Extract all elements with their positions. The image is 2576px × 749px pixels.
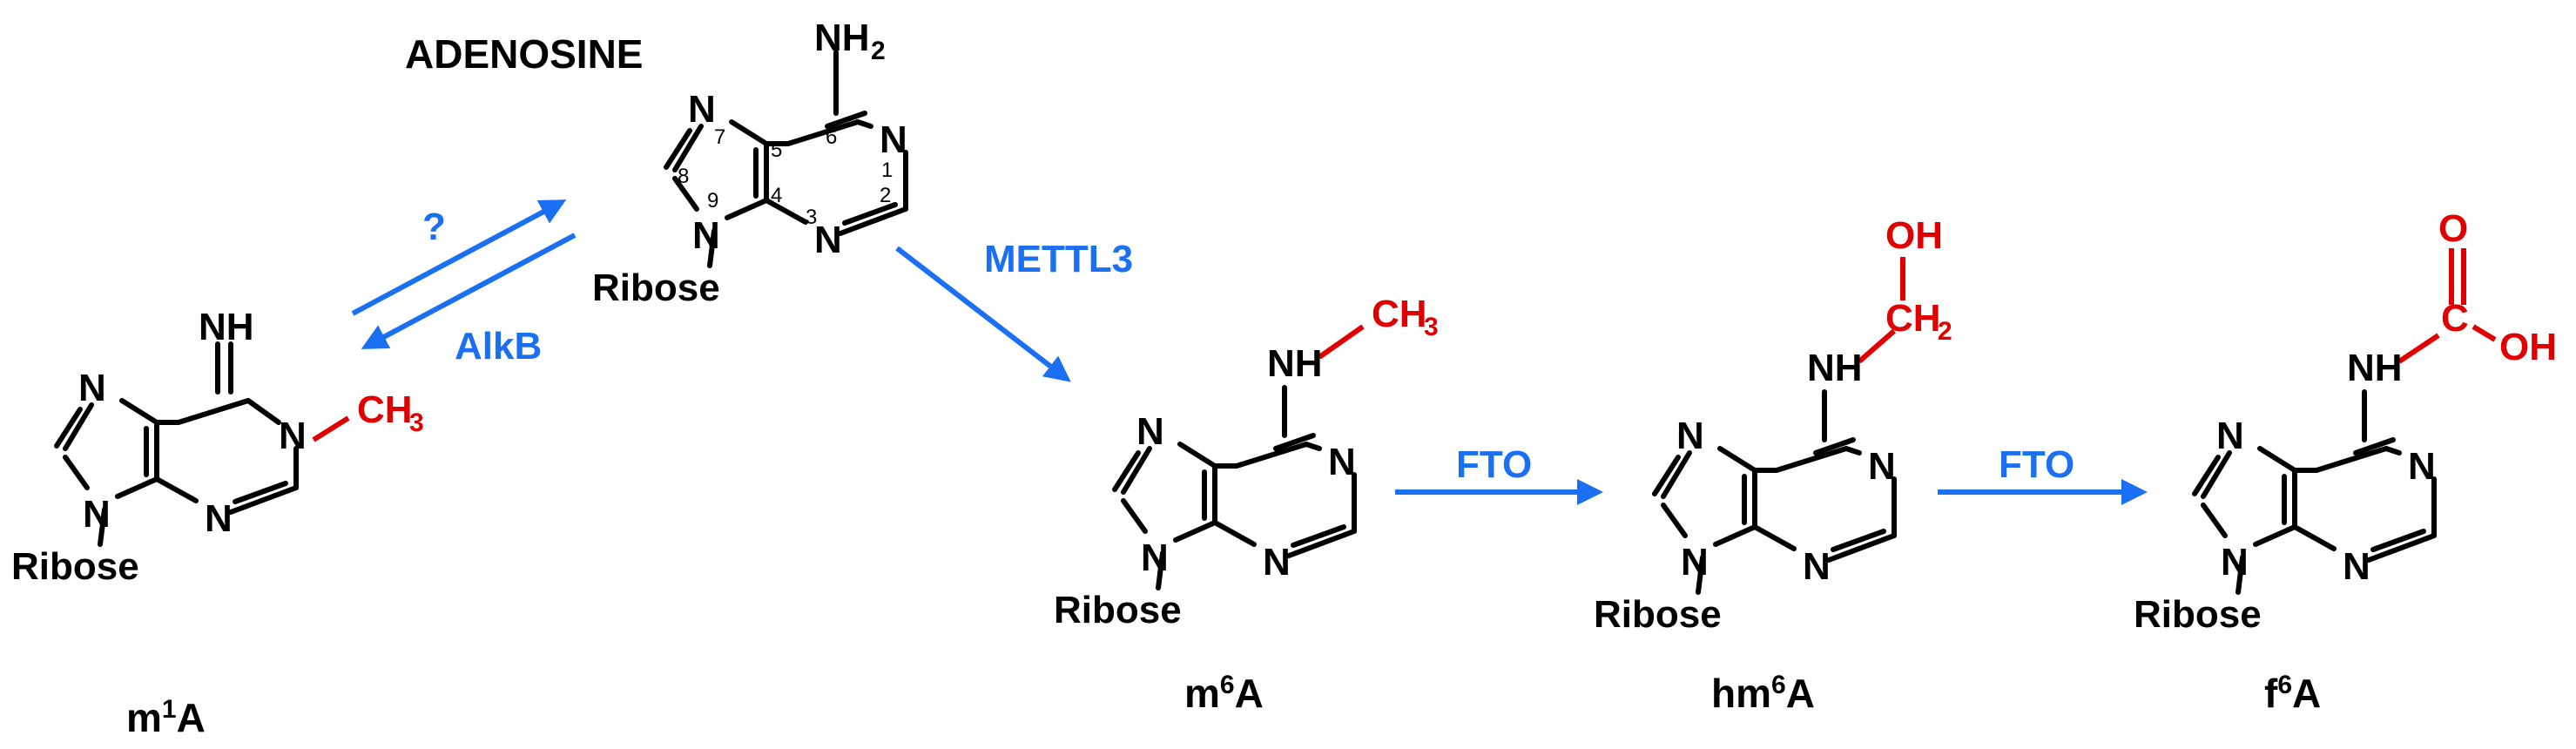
arrow-to-adenosine: [351, 199, 567, 316]
svg-text:NH: NH: [2347, 347, 2403, 389]
svg-text:N: N: [2343, 545, 2370, 588]
svg-text:N: N: [692, 214, 720, 257]
svg-text:9: 9: [707, 189, 718, 213]
svg-text:N: N: [2408, 445, 2436, 488]
enzyme-mettl3: METTL3: [984, 238, 1133, 280]
f6a-structure: NH C O OH N N N N Ribose: [2134, 207, 2557, 636]
adenosine-labels: NH 2 N N N N Ribose 1 2 3 4 5 6 7 8 9: [592, 17, 907, 309]
svg-text:N: N: [1676, 415, 1704, 457]
adenosine-structure: [664, 50, 908, 268]
label-f6a: f6A: [2264, 671, 2321, 716]
svg-text:6: 6: [826, 125, 837, 149]
svg-text:NH: NH: [199, 306, 254, 348]
arrow-to-m1a: [361, 233, 577, 349]
svg-text:Ribose: Ribose: [11, 545, 139, 588]
svg-text:N: N: [1328, 441, 1356, 483]
arrow-mettl3: [895, 246, 1071, 382]
svg-text:N: N: [279, 415, 307, 457]
svg-text:7: 7: [714, 125, 725, 149]
svg-text:NH: NH: [1807, 347, 1863, 389]
title-adenosine: ADENOSINE: [405, 31, 643, 77]
svg-text:NH: NH: [814, 17, 870, 59]
svg-text:N: N: [1868, 445, 1896, 488]
label-m1a: m1A: [126, 695, 206, 740]
svg-text:Ribose: Ribose: [1594, 593, 1722, 636]
svg-text:OH: OH: [2499, 326, 2557, 368]
svg-text:CH: CH: [1372, 293, 1427, 335]
svg-text:NH: NH: [1267, 342, 1323, 385]
svg-text:OH: OH: [1885, 214, 1943, 257]
svg-text:N: N: [2216, 415, 2244, 457]
svg-text:N: N: [83, 493, 111, 536]
svg-text:CH: CH: [357, 388, 413, 431]
svg-text:8: 8: [678, 165, 689, 188]
label-hm6a: hm6A: [1711, 671, 1815, 716]
svg-text:O: O: [2438, 207, 2468, 250]
svg-text:CH: CH: [1885, 297, 1941, 340]
svg-text:N: N: [688, 88, 716, 131]
label-m6a: m6A: [1184, 671, 1264, 716]
svg-text:N: N: [880, 118, 907, 161]
enzyme-fto-2: FTO: [1999, 443, 2074, 486]
svg-text:N: N: [1263, 541, 1291, 584]
svg-text:4: 4: [771, 184, 782, 207]
svg-text:1: 1: [881, 159, 893, 182]
svg-text:2: 2: [880, 184, 891, 207]
svg-text:Ribose: Ribose: [2134, 593, 2262, 636]
svg-text:N: N: [205, 497, 233, 540]
svg-text:3: 3: [806, 206, 817, 229]
svg-text:N: N: [1136, 410, 1164, 453]
svg-text:N: N: [2221, 541, 2249, 584]
svg-text:3: 3: [1424, 313, 1439, 341]
svg-text:2: 2: [1938, 317, 1952, 346]
svg-text:N: N: [78, 367, 106, 409]
svg-text:Ribose: Ribose: [592, 267, 720, 309]
svg-text:N: N: [1681, 541, 1709, 584]
svg-text:N: N: [1141, 536, 1169, 579]
enzyme-fto-1: FTO: [1456, 443, 1532, 486]
svg-text:C: C: [2441, 297, 2469, 340]
hm6a-structure: NH CH 2 OH N N N N Ribose: [1594, 214, 1952, 636]
m6a-structure: NH CH 3 N N N N Ribose: [1054, 293, 1439, 631]
svg-text:3: 3: [409, 408, 424, 437]
svg-text:5: 5: [771, 138, 782, 162]
enzyme-unknown: ?: [422, 206, 446, 248]
m1a-structure: NH N N N N Ribose CH 3: [11, 306, 424, 588]
svg-text:2: 2: [871, 37, 886, 65]
svg-text:N: N: [814, 219, 842, 261]
svg-text:N: N: [1803, 545, 1831, 588]
enzyme-alkb: AlkB: [455, 325, 542, 368]
svg-text:Ribose: Ribose: [1054, 589, 1182, 631]
